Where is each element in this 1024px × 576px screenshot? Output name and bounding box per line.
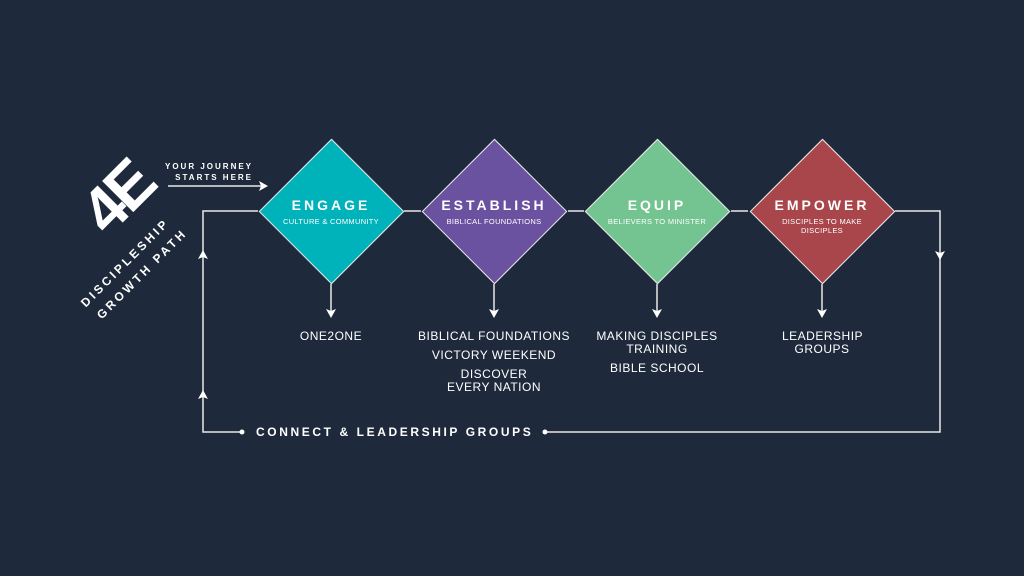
stage-item: LEADERSHIP GROUPS — [782, 329, 864, 356]
stage-item: BIBLE SCHOOL — [609, 361, 705, 375]
journey-start-label: YOUR JOURNEY STARTS HERE — [165, 161, 253, 183]
stage-items-equip: MAKING DISCIPLES TRAINING BIBLE SCHOOL — [567, 330, 747, 381]
stage-title: ENGAGE — [291, 197, 371, 213]
stage-title: ESTABLISH — [441, 197, 547, 213]
stage-items-empower: LEADERSHIP GROUPS — [732, 330, 912, 362]
stage-label-establish: ESTABLISH BIBLICAL FOUNDATIONS — [419, 197, 569, 226]
stage-items-engage: ONE2ONE — [241, 330, 421, 349]
journey-line2: STARTS HERE — [175, 173, 254, 182]
stage-title: EMPOWER — [774, 197, 870, 213]
journey-line1: YOUR JOURNEY — [165, 162, 254, 171]
stage-item: BIBLICAL FOUNDATIONS — [417, 329, 571, 343]
stage-subtitle: BELIEVERS TO MINISTER — [607, 217, 707, 226]
stage-item: MAKING DISCIPLES TRAINING — [596, 329, 718, 356]
loop-label: CONNECT & LEADERSHIP GROUPS — [256, 425, 534, 439]
stage-label-engage: ENGAGE CULTURE & COMMUNITY — [256, 197, 406, 226]
stage-title: EQUIP — [627, 197, 687, 213]
stage-item: VICTORY WEEKEND — [431, 348, 557, 362]
stage-label-empower: EMPOWER DISCIPLES TO MAKE DISCIPLES — [747, 197, 897, 235]
stage-subtitle: BIBLICAL FOUNDATIONS — [446, 217, 542, 226]
stage-label-equip: EQUIP BELIEVERS TO MINISTER — [582, 197, 732, 226]
stage-items-establish: BIBLICAL FOUNDATIONS VICTORY WEEKEND DISCO… — [404, 330, 584, 400]
stage-item: ONE2ONE — [299, 329, 363, 343]
stage-subtitle: DISCIPLES TO MAKE DISCIPLES — [782, 217, 862, 235]
stage-subtitle: CULTURE & COMMUNITY — [283, 217, 379, 226]
stage-item: DISCOVER EVERY NATION — [446, 367, 542, 394]
